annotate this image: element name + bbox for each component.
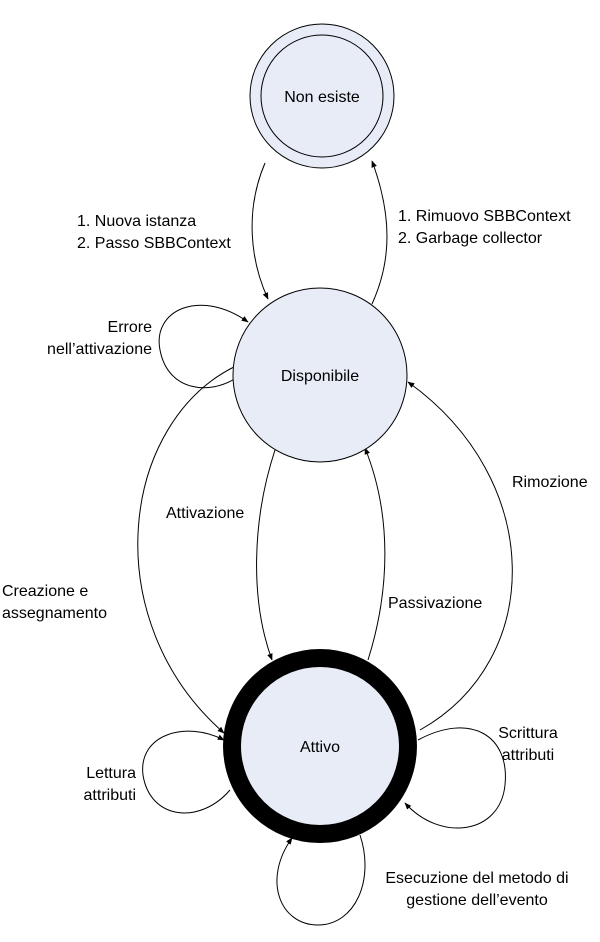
label-creazione-1: Creazione e <box>2 583 88 600</box>
label-remove-1: 1. Rimuovo SBBContext <box>398 208 571 225</box>
label-lettura-2: attributi <box>84 787 136 804</box>
self-loop-errore <box>158 304 249 389</box>
label-errore-1: Errore <box>108 319 153 336</box>
state-attivo-label: Attivo <box>300 739 340 756</box>
label-passivazione: Passivazione <box>388 595 482 612</box>
label-errore-2: nell’attivazione <box>47 341 152 358</box>
self-loop-esecuzione <box>276 834 366 926</box>
state-non-esiste: Non esiste <box>249 23 395 169</box>
state-non-esiste-label: Non esiste <box>284 89 360 106</box>
self-loop-scrittura <box>404 727 506 829</box>
label-scrittura-1: Scrittura <box>498 725 558 742</box>
label-create-1: 1. Nuova istanza <box>77 213 196 230</box>
edge-attivo-to-disponibile-rimozione <box>407 381 513 731</box>
label-remove-2: 2. Garbage collector <box>398 230 543 247</box>
edge-non-esiste-to-disponibile <box>251 162 269 300</box>
edge-disponibile-to-attivo-creazione <box>137 364 239 734</box>
label-attivazione: Attivazione <box>166 505 244 522</box>
label-esecuzione-2: gestione dell’evento <box>406 892 548 909</box>
label-rimozione: Rimozione <box>512 474 588 491</box>
edge-disponibile-to-non-esiste <box>371 160 388 305</box>
state-attivo: Attivo <box>223 649 417 843</box>
edge-attivo-to-disponibile <box>364 447 386 661</box>
label-scrittura-2: attributi <box>502 747 554 764</box>
self-loop-lettura <box>142 730 231 814</box>
edge-disponibile-to-attivo <box>256 449 276 661</box>
label-create-2: 2. Passo SBBContext <box>77 235 231 252</box>
state-disponibile: Disponibile <box>232 287 408 463</box>
label-esecuzione-1: Esecuzione del metodo di <box>385 870 568 887</box>
label-lettura-1: Lettura <box>86 765 136 782</box>
state-disponibile-label: Disponibile <box>281 368 359 385</box>
label-creazione-2: assegnamento <box>2 605 107 622</box>
